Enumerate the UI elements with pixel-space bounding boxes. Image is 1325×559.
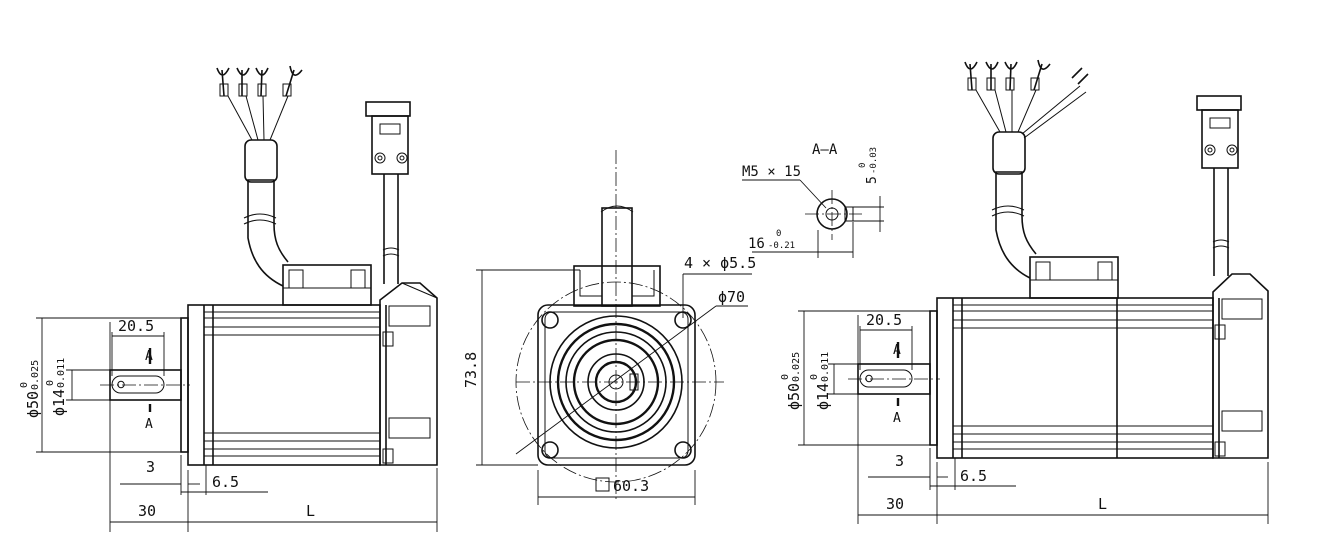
cable-sleeve: [244, 139, 278, 183]
svg-text:16: 16: [748, 236, 765, 252]
dim-pilot-length: 6.5: [212, 473, 239, 491]
svg-text:0: 0: [858, 163, 868, 168]
dim-shaft-length-r: 30: [886, 495, 904, 513]
svg-text:0: 0: [45, 380, 56, 386]
terminal-box-r: [1029, 256, 1119, 299]
thread-spec: M5 × 15: [742, 164, 801, 180]
left-side-view: 20.5 A A 3 6.5 30 L ϕ50 0 -0.025 ϕ14 0 -…: [19, 65, 438, 532]
section-mark-bottom-r: A: [893, 411, 901, 426]
encoder-cable: [383, 174, 399, 284]
dim-shaft-length: 30: [138, 502, 156, 520]
power-cable: [247, 179, 289, 287]
flange-square: [537, 304, 696, 466]
cable-front: [601, 207, 633, 307]
shaft-end: [594, 360, 638, 404]
keyway: [111, 375, 165, 394]
svg-text:0: 0: [780, 374, 791, 380]
mounting-hole: [541, 441, 559, 459]
svg-text:5: 5: [865, 176, 880, 184]
svg-text:ϕ50: ϕ50: [785, 383, 803, 410]
mounting-hole: [541, 311, 559, 329]
terminal-box: [282, 264, 372, 306]
dim-flange-thickness: 3: [146, 458, 155, 476]
section-a-a: A–A M5 × 15 5 0 -0.03 16 0 -0.21: [742, 142, 884, 258]
key-depth: 16 0 -0.21: [748, 229, 795, 252]
svg-text:-0.011: -0.011: [56, 358, 67, 394]
dim-keyway-length: 20.5: [118, 317, 154, 335]
encoder-cable-r: [1213, 168, 1229, 276]
section-mark-bottom: A: [145, 417, 153, 432]
key-width: 5 0 -0.03: [858, 147, 880, 184]
dim-flange-diameter: ϕ50 0 -0.025: [19, 360, 42, 418]
svg-text:-0.21: -0.21: [768, 241, 795, 251]
encoder-housing-r: [1212, 273, 1269, 459]
svg-text:-0.025: -0.025: [791, 352, 802, 388]
dim-holes: 4 × ϕ5.5: [684, 254, 756, 272]
svg-text:ϕ14: ϕ14: [814, 383, 832, 410]
section-mark-top-r: A: [893, 343, 901, 358]
right-side-view: 20.5 A A 3 6.5 30 L ϕ50 0 -0.025 ϕ14 0 -…: [780, 59, 1269, 524]
dim-square: 60.3: [613, 477, 649, 495]
fork-terminals-r: [964, 59, 1089, 91]
dim-flange-thickness-r: 3: [895, 452, 904, 470]
dim-pcd: ϕ70: [718, 288, 745, 306]
dim-height: 73.8: [462, 352, 480, 388]
power-wires: [227, 95, 289, 141]
dim-pilot-length-r: 6.5: [960, 467, 987, 485]
dim-shaft-diameter: ϕ14 0 -0.011: [45, 358, 68, 416]
svg-text:ϕ14: ϕ14: [50, 389, 68, 416]
pcd-circle: [515, 281, 717, 483]
section-title: A–A: [812, 142, 838, 158]
section-mark-top: A: [145, 349, 153, 364]
svg-text:0: 0: [809, 374, 820, 380]
dim-body-length-r: L: [1098, 495, 1107, 513]
svg-text:-0.03: -0.03: [869, 147, 879, 174]
flange-r: [929, 310, 938, 446]
svg-text:-0.025: -0.025: [30, 360, 41, 396]
svg-text:0: 0: [776, 229, 781, 239]
dsub-connector-top: [365, 101, 411, 117]
dim-keyway-length-r: 20.5: [866, 311, 902, 329]
mounting-hole: [674, 441, 692, 459]
wires-r: [975, 85, 1087, 139]
fork-terminals: [216, 65, 303, 97]
dsub-connector-body: [371, 115, 409, 175]
svg-text:ϕ50: ϕ50: [24, 391, 42, 418]
dim-flange-diameter-r: ϕ50 0 -0.025: [780, 352, 803, 410]
power-cable-r: [995, 171, 1037, 279]
dim-body-length: L: [306, 502, 315, 520]
svg-text:0: 0: [19, 382, 30, 388]
dim-shaft-diameter-r: ϕ14 0 -0.011: [809, 352, 832, 410]
encoder-housing: [379, 282, 438, 466]
svg-text:-0.011: -0.011: [820, 352, 831, 388]
front-view: 60.3 4 × ϕ5.5 ϕ70 73.8: [462, 150, 756, 505]
